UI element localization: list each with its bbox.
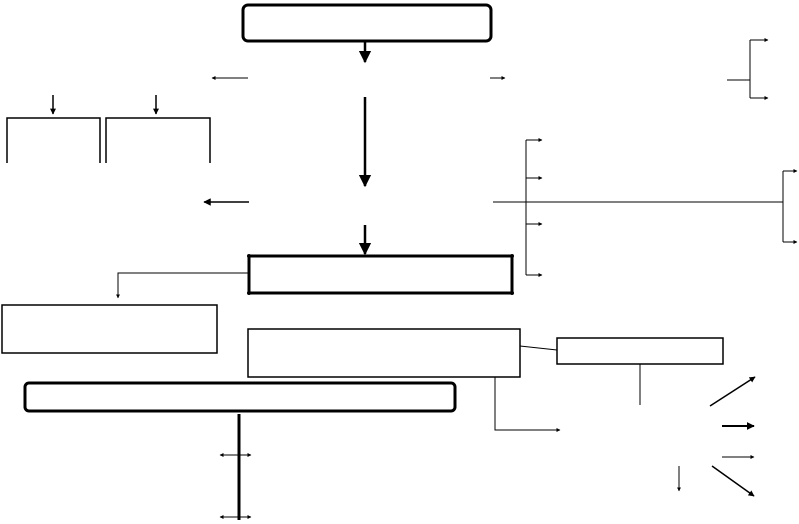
lower-center-to-right-box	[519, 345, 558, 351]
center-box-corner	[510, 291, 514, 295]
left-branch-box-1	[6, 117, 101, 163]
left-mid-box	[1, 304, 218, 354]
lower-center-box	[247, 328, 521, 378]
center-box-corner	[510, 254, 514, 258]
center-box	[247, 254, 514, 295]
lower-center-down-elbow	[494, 377, 561, 432]
center-box-corner	[247, 254, 251, 258]
center-box-corner	[247, 291, 251, 295]
bottom-fan-arrow-down	[711, 465, 755, 497]
right-lower-box	[556, 337, 724, 365]
wide-bottom-box	[23, 381, 457, 413]
left-branch-box-2	[105, 117, 211, 163]
bottom-fan-arrow-up	[709, 376, 756, 407]
center-to-left-mid-elbow	[116, 272, 249, 299]
top-right-fork	[727, 40, 751, 98]
top-box	[241, 3, 493, 43]
